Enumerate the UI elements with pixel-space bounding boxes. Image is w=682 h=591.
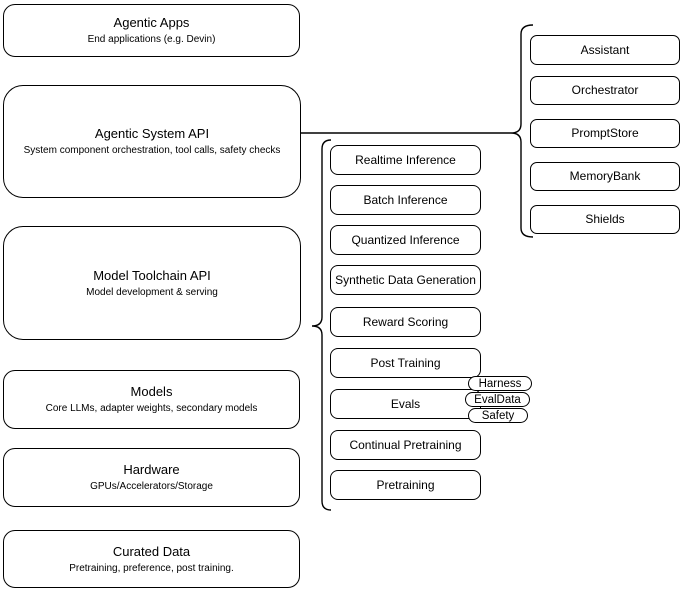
node-continual-pretraining: Continual Pretraining [330, 430, 481, 460]
node-post-training: Post Training [330, 348, 481, 378]
node-title: Curated Data [112, 543, 191, 559]
node-shields: Shields [530, 205, 680, 234]
node-subtitle: Pretraining, preference, post training. [69, 562, 234, 574]
node-label: Pretraining [376, 477, 435, 492]
node-pretraining: Pretraining [330, 470, 481, 500]
node-reward-scoring: Reward Scoring [330, 307, 481, 337]
node-title: Agentic System API [94, 126, 210, 141]
node-synthetic-data-generation: Synthetic Data Generation [330, 265, 481, 295]
tag-harness: Harness [468, 376, 532, 391]
node-curated-data: Curated Data Pretraining, preference, po… [3, 530, 300, 588]
node-label: Evals [390, 396, 421, 411]
node-label: Post Training [370, 355, 441, 370]
node-label: Synthetic Data Generation [335, 272, 476, 287]
node-label: Orchestrator [571, 83, 639, 97]
tag-safety: Safety [468, 408, 528, 423]
node-model-toolchain-api: Model Toolchain API Model development & … [3, 226, 301, 340]
node-label: PromptStore [571, 126, 639, 140]
node-label: MemoryBank [569, 169, 641, 183]
node-label: Reward Scoring [362, 314, 449, 329]
node-promptstore: PromptStore [530, 119, 680, 148]
node-label: Realtime Inference [355, 152, 456, 167]
node-label: Continual Pretraining [349, 437, 462, 452]
node-subtitle: Model development & serving [86, 286, 218, 298]
node-label: Shields [585, 212, 625, 226]
node-label: Batch Inference [363, 192, 448, 207]
node-realtime-inference: Realtime Inference [330, 145, 481, 175]
node-title: Hardware [123, 462, 180, 477]
tag-label: Harness [478, 377, 522, 390]
tag-evaldata: EvalData [465, 392, 530, 407]
node-memorybank: MemoryBank [530, 162, 680, 191]
node-agentic-system-api: Agentic System API System component orch… [3, 85, 301, 198]
node-subtitle: Core LLMs, adapter weights, secondary mo… [45, 403, 258, 414]
node-title: Models [130, 384, 173, 399]
node-batch-inference: Batch Inference [330, 185, 481, 215]
node-label: Assistant [580, 42, 630, 57]
node-evals: Evals [330, 389, 481, 419]
node-hardware: Hardware GPUs/Accelerators/Storage [3, 448, 300, 507]
node-label: Quantized Inference [351, 232, 460, 247]
node-subtitle: End applications (e.g. Devin) [87, 34, 216, 45]
node-subtitle: GPUs/Accelerators/Storage [90, 481, 213, 492]
node-models: Models Core LLMs, adapter weights, secon… [3, 370, 300, 429]
brace-system-group [510, 24, 534, 238]
node-agentic-apps: Agentic Apps End applications (e.g. Devi… [3, 4, 300, 57]
brace-toolchain-group [311, 139, 332, 511]
node-orchestrator: Orchestrator [530, 76, 680, 105]
node-quantized-inference: Quantized Inference [330, 225, 481, 255]
node-title: Model Toolchain API [93, 267, 211, 283]
node-assistant: Assistant [530, 35, 680, 65]
tag-label: Safety [481, 409, 515, 422]
tag-label: EvalData [474, 393, 521, 406]
node-subtitle: System component orchestration, tool cal… [23, 145, 281, 156]
node-title: Agentic Apps [113, 15, 190, 30]
